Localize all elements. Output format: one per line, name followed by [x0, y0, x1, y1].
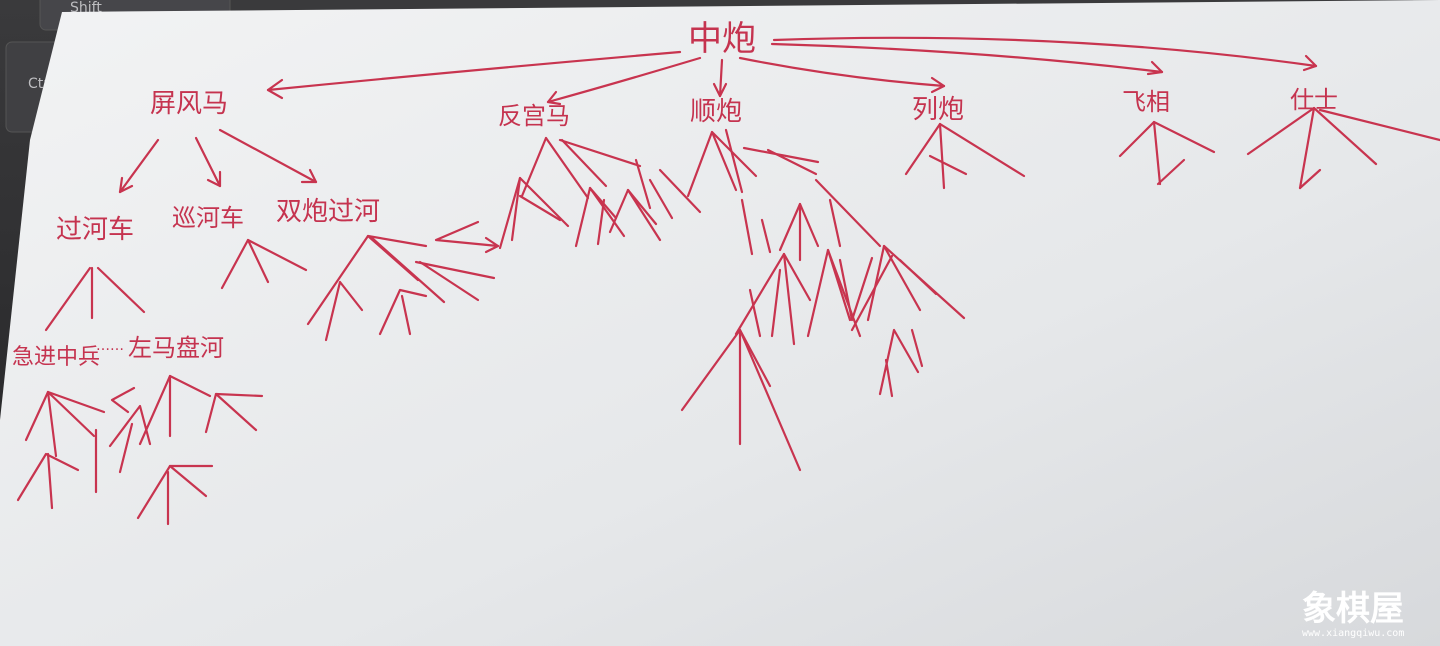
node-liepao: 列炮: [912, 95, 964, 125]
tree-arrows: [16, 36, 1440, 526]
node-liangtou-che: 巡河车: [172, 204, 244, 232]
node-pingfengma: 屏风马: [150, 89, 228, 119]
watermark-url: www.xiangqiwu.com: [1302, 628, 1404, 639]
watermark-brand: 象棋屋: [1302, 589, 1404, 629]
node-fangongma: 反宫马: [498, 102, 570, 130]
node-root: 中炮: [688, 19, 756, 59]
node-shuangpao-guohe: 双炮过河: [276, 197, 380, 227]
node-feixiang: 飞相: [1122, 88, 1170, 116]
node-shunpao: 顺炮: [690, 97, 742, 127]
handwritten-labels: 中炮 屏风马 反宫马 顺炮 列炮 飞相 仕士 过河车 巡河车 双炮过河 急进中兵…: [12, 19, 1338, 370]
node-zuopao-fenghe: 左马盘河: [128, 334, 224, 362]
watermark-logo: 象棋屋 www.xiangqiwu.com: [1302, 589, 1404, 639]
node-jijinzhong-bing: 急进中兵: [12, 345, 100, 370]
node-guohe-che: 过河车: [56, 215, 134, 245]
node-ellipsis: ……: [96, 338, 124, 354]
